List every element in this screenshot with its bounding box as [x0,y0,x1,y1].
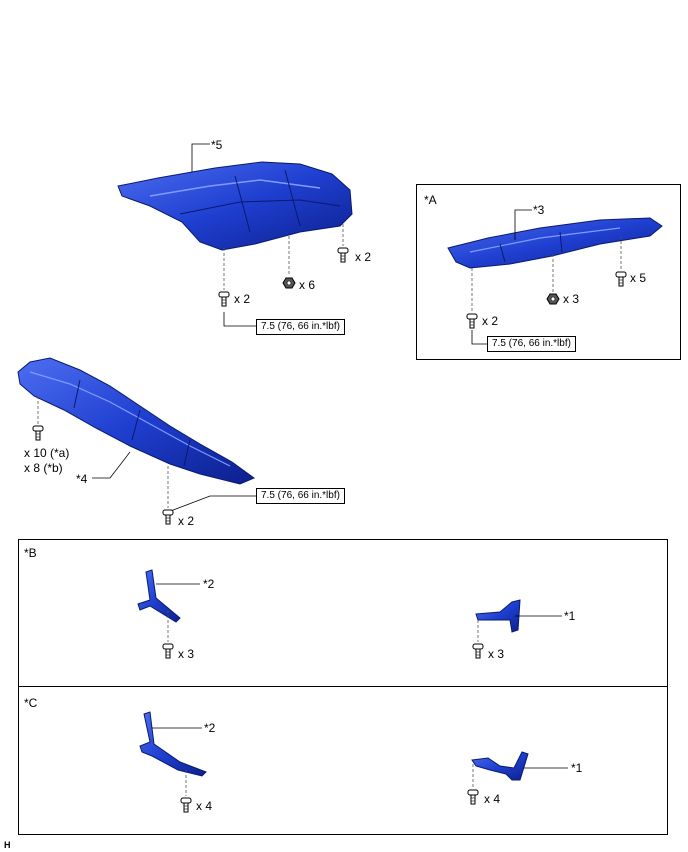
callout-3: *3 [533,203,545,217]
callout-2-c: *2 [204,721,216,735]
figure-code: H [4,840,11,850]
qty-main-mid: x 6 [299,278,316,292]
bracket-part-1-b [475,599,521,633]
panel-b-label: *B [24,546,37,560]
rear-under-cover-part [17,357,256,485]
callout-5: *5 [211,138,223,152]
bolt-icon [162,509,174,525]
qty-a-right: x 5 [630,271,647,285]
leader-lines [92,143,568,769]
panel-a-frame [416,184,681,360]
bolt-icon [218,291,230,307]
torque-spec-main: 7.5 (76, 66 in.*lbf) [256,319,345,335]
callout-2-b: *2 [203,577,215,591]
qty-b-left: x 3 [178,647,195,661]
panel-a-label: *A [424,193,437,207]
bracket-part-2-c [139,711,207,777]
qty-a-mid: x 3 [563,292,580,306]
qty-rear-a: x 10 (*a) [24,446,70,460]
qty-b-right: x 3 [488,647,505,661]
bolt-icon [337,247,349,263]
qty-main-left: x 2 [234,292,251,306]
torque-spec-panel-a: 7.5 (76, 66 in.*lbf) [487,336,576,352]
qty-c-right: x 4 [484,792,501,806]
engine-under-cover-part [117,161,353,251]
panel-c-frame [18,686,668,835]
qty-main-right: x 2 [355,250,372,264]
torque-spec-rear: 7.5 (76, 66 in.*lbf) [256,488,345,504]
bracket-part-1-c [471,751,529,781]
qty-rear-bottom: x 2 [178,514,195,528]
dashed-lines [37,224,622,796]
callout-1-c: *1 [571,761,583,775]
bracket-part-2-b [137,569,181,623]
qty-rear-b: x 8 (*b) [24,461,63,475]
callout-4: *4 [76,472,88,486]
bolt-icon [32,425,44,441]
panel-c-label: *C [24,696,38,710]
qty-c-left: x 4 [196,799,213,813]
qty-a-left: x 2 [482,314,499,328]
nut-icon [282,277,296,289]
callout-1-b: *1 [564,609,576,623]
under-cover-part-a [447,217,663,269]
